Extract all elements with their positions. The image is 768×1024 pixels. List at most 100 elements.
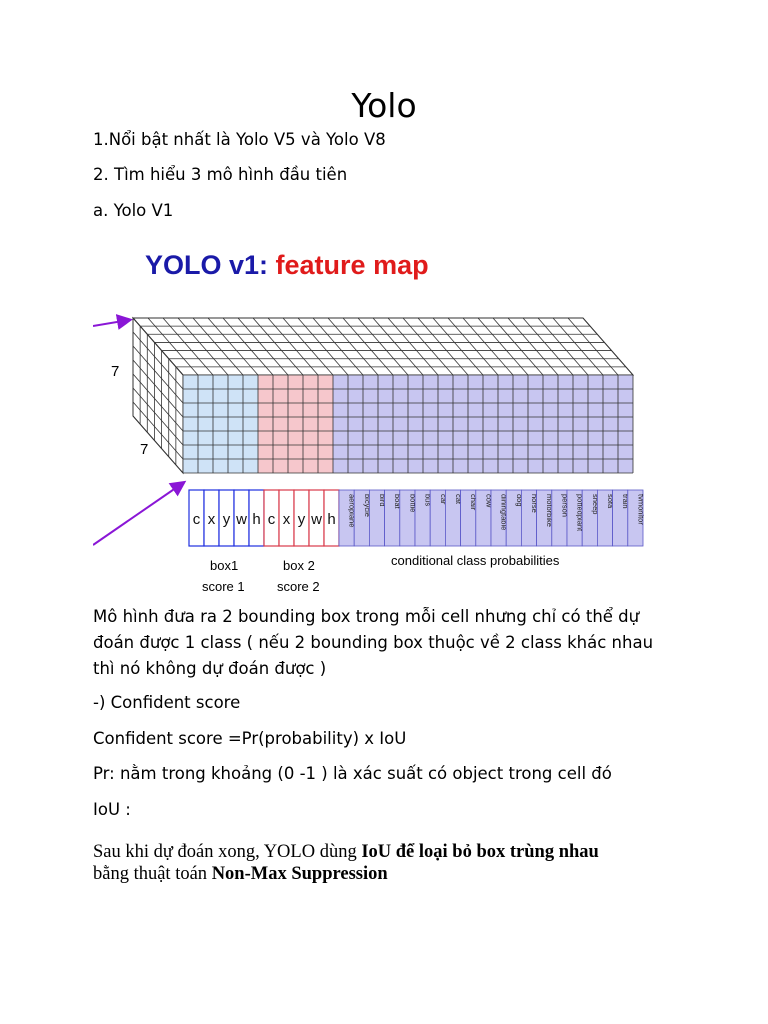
grid-line: [192, 317, 244, 376]
channel-slice: [303, 375, 318, 473]
list-item: a. Yolo V1: [93, 201, 174, 220]
grid-line: [372, 317, 424, 376]
grid-line: [147, 317, 199, 376]
channel-slice: [543, 375, 558, 473]
grid-line: [537, 317, 589, 376]
box-channel-label: y: [298, 511, 306, 528]
channel-slice: [378, 375, 393, 473]
class-name-label: sofa: [606, 494, 615, 509]
channel-slice: [408, 375, 423, 473]
box-channel-label: c: [193, 511, 201, 528]
final-paragraph: Sau khi dự đoán xong, YOLO dùng IoU để l…: [93, 841, 693, 885]
class-name-label: dog: [515, 494, 524, 507]
channel-slice: [243, 375, 258, 473]
grid-line: [132, 345, 184, 404]
class-name-label: sheep: [591, 494, 600, 514]
box2-score: score 2: [277, 579, 320, 594]
grid-line: [582, 317, 634, 376]
channel-slice: [273, 375, 288, 473]
channel-slice: [198, 375, 213, 473]
grid-line: [132, 415, 184, 474]
class-name-label: bicycle: [363, 494, 372, 517]
grid-line: [357, 317, 409, 376]
class-name-label: tvmonitor: [636, 494, 645, 525]
channel-slice: [618, 375, 633, 473]
channel-slice: [393, 375, 408, 473]
grid-line: [462, 317, 514, 376]
paragraph: Mô hình đưa ra 2 bounding box trong mỗi …: [93, 607, 654, 678]
class-name-label: bird: [378, 494, 387, 507]
figure-heading-blue: YOLO v1:: [145, 250, 276, 280]
text-line: Pr: nằm trong khoảng (0 -1 ) là xác suất…: [93, 764, 612, 783]
grid-line: [267, 317, 319, 376]
grid-line: [132, 359, 184, 418]
box-channel-label: x: [208, 511, 216, 528]
channel-slice: [333, 375, 348, 473]
dim-label-side: 7: [140, 441, 148, 458]
channel-slice: [513, 375, 528, 473]
final-bold: Non-Max Suppression: [211, 864, 388, 884]
grid-line: [132, 401, 184, 460]
box-channel-label: w: [235, 511, 247, 528]
channel-slice: [438, 375, 453, 473]
channel-slice: [528, 375, 543, 473]
grid-line: [132, 387, 184, 446]
class-name-label: cow: [484, 494, 493, 508]
channel-slice: [603, 375, 618, 473]
channel-slice: [588, 375, 603, 473]
text-line: IoU :: [93, 800, 131, 819]
figure-heading-red: feature map: [276, 250, 429, 280]
class-name-label: bottle: [408, 494, 417, 512]
svg-text:YOLO v1: feature map: YOLO v1: feature map: [145, 250, 429, 280]
grid-line: [132, 373, 184, 432]
box-channel-label: h: [252, 511, 260, 528]
grid-line: [507, 317, 559, 376]
class-name-label: aeroplane: [348, 494, 357, 527]
grid-line: [522, 317, 574, 376]
grid-line: [387, 317, 439, 376]
class-name-label: person: [560, 494, 569, 517]
grid-line: [432, 317, 484, 376]
class-name-label: pottedplant: [576, 494, 585, 532]
list-item: 1.Nổi bật nhất là Yolo V5 và Yolo V8: [93, 130, 386, 149]
class-channel-cell: [627, 489, 644, 547]
box1-label: box1: [210, 558, 238, 573]
channel-slice: [558, 375, 573, 473]
dim-label-top: 7: [111, 363, 119, 380]
channel-slice: [228, 375, 243, 473]
grid-line: [237, 317, 289, 376]
class-name-label: bus: [424, 494, 433, 506]
class-name-label: diningtable: [500, 494, 509, 530]
box-channel-label: y: [223, 511, 231, 528]
channel-slice: [423, 375, 438, 473]
class-name-label: car: [439, 494, 448, 505]
text-line: -) Confident score: [93, 693, 241, 712]
channel-slice: [498, 375, 513, 473]
channel-slice: [183, 375, 198, 473]
box-channel-label: c: [268, 511, 276, 528]
grid-line: [492, 317, 544, 376]
channel-slice: [288, 375, 303, 473]
grid-line: [402, 317, 454, 376]
class-name-label: chair: [469, 494, 478, 511]
box2-label: box 2: [283, 558, 315, 573]
channel-slice: [258, 375, 273, 473]
final-text: bằng thuật toán: [93, 864, 212, 884]
grid-line: [177, 317, 229, 376]
channel-slice: [573, 375, 588, 473]
class-name-label: motorbike: [545, 494, 554, 527]
grid-line: [132, 317, 184, 376]
grid-line: [477, 317, 529, 376]
final-bold: IoU để loại bỏ box trùng nhau: [361, 842, 599, 862]
grid-line: [297, 317, 349, 376]
grid-line: [252, 317, 304, 376]
grid-line: [132, 331, 184, 390]
grid-line: [162, 317, 214, 376]
grid-line: [312, 317, 364, 376]
grid-line: [222, 317, 274, 376]
final-text: Sau khi dự đoán xong, YOLO dùng: [93, 842, 362, 862]
text-line: Confident score =Pr(probability) x IoU: [93, 729, 407, 748]
grid-line: [417, 317, 469, 376]
box-channel-label: w: [310, 511, 322, 528]
